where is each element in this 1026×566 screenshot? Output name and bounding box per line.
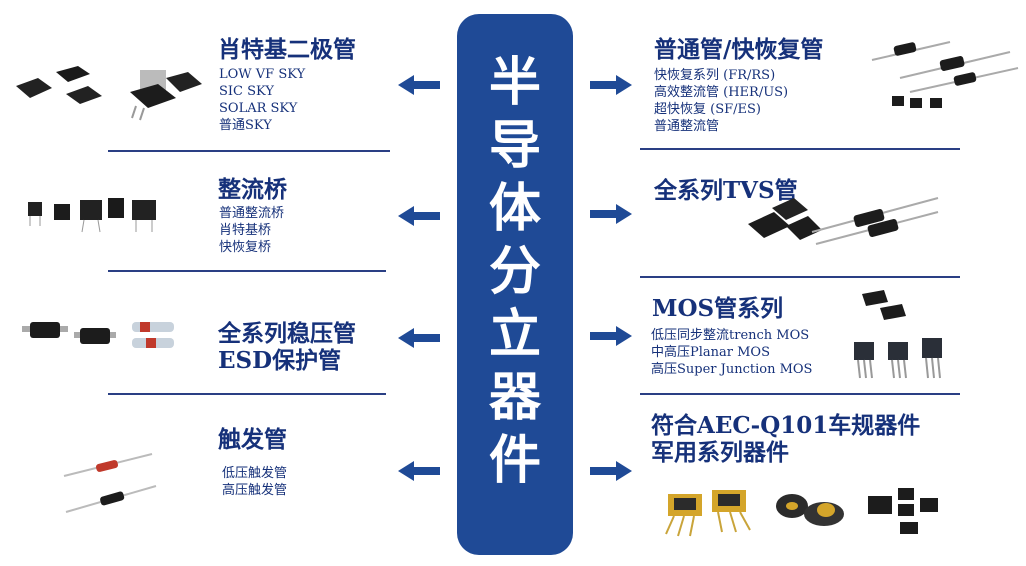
- category-items: LOW VF SKY SIC SKY SOLAR SKY 普通SKY: [219, 66, 305, 134]
- list-item: 低压同步整流trench MOS: [651, 328, 810, 343]
- category-title: 整流桥: [218, 176, 287, 203]
- divider: [108, 270, 386, 272]
- bridge-rectifier-image: [28, 198, 156, 233]
- tvs-diode-image: [748, 197, 939, 245]
- category-items: 低压触发管 高压触发管: [222, 465, 287, 499]
- list-item: 肖特基桥: [219, 223, 272, 238]
- center-char: 件: [488, 431, 541, 491]
- divider: [640, 148, 960, 150]
- fast-recovery-diode-image: [871, 41, 1019, 108]
- arrow-left-icon: [398, 328, 440, 348]
- arrow-right-icon: [590, 204, 632, 224]
- schottky-diode-image: [16, 66, 202, 121]
- center-char: 导: [488, 116, 541, 176]
- center-char: 体: [488, 179, 541, 239]
- arrow-right-icon: [590, 75, 632, 95]
- center-bar: 半 导 体 分 立 器 件: [457, 14, 573, 555]
- arrow-left-icon: [398, 75, 440, 95]
- list-item: 超快恢复 (SF/ES): [654, 102, 761, 117]
- list-item: 低压触发管: [222, 466, 288, 481]
- list-item: 高压Super Junction MOS: [651, 362, 813, 377]
- category-items: 普通整流桥 肖特基桥 快恢复桥: [219, 205, 284, 256]
- list-item: LOW VF SKY: [219, 67, 306, 82]
- list-item: 普通SKY: [219, 118, 272, 133]
- center-char: 器: [488, 368, 541, 428]
- list-item: 中高压Planar MOS: [651, 345, 770, 360]
- automotive-device-image: [665, 488, 938, 537]
- list-item: 普通整流管: [654, 119, 720, 134]
- category-title: 普通管/快恢复管: [654, 36, 824, 63]
- category-items: 快恢复系列 (FR/RS) 高效整流管 (HER/US) 超快恢复 (SF/ES…: [654, 67, 788, 135]
- list-item: 高效整流管 (HER/US): [654, 85, 789, 100]
- center-char: 分: [488, 242, 541, 302]
- category-title: 全系列TVS管: [654, 177, 798, 204]
- mosfet-image: [854, 290, 942, 379]
- category-title: 符合AEC-Q101车规器件: [651, 412, 921, 439]
- arrow-right-icon: [590, 461, 632, 481]
- divider: [108, 393, 386, 395]
- list-item: SOLAR SKY: [219, 101, 298, 116]
- category-title: MOS管系列: [652, 295, 784, 322]
- arrow-left-icon: [398, 461, 440, 481]
- list-item: 高压触发管: [222, 483, 288, 498]
- divider: [640, 393, 960, 395]
- arrow-right-icon: [590, 326, 632, 346]
- category-title: 肖特基二极管: [218, 36, 356, 63]
- arrow-left-icon: [398, 206, 440, 226]
- center-title: 半 导 体 分 立 器 件: [457, 52, 573, 493]
- category-title: 全系列稳压管: [218, 320, 356, 347]
- list-item: SIC SKY: [219, 84, 274, 99]
- list-item: 快恢复系列 (FR/RS): [654, 68, 776, 83]
- list-item: 快恢复桥: [219, 240, 272, 255]
- category-title-secondary: ESD保护管: [218, 347, 342, 374]
- center-char: 立: [488, 305, 541, 365]
- center-char: 半: [488, 53, 541, 113]
- category-title: 触发管: [218, 426, 287, 453]
- divider: [108, 150, 390, 152]
- category-title-secondary: 军用系列器件: [651, 439, 789, 466]
- category-items: 低压同步整流trench MOS 中高压Planar MOS 高压Super J…: [651, 327, 812, 378]
- list-item: 普通整流桥: [219, 206, 285, 221]
- zener-diode-image: [22, 322, 174, 348]
- divider: [640, 276, 960, 278]
- trigger-diode-image: [63, 453, 157, 513]
